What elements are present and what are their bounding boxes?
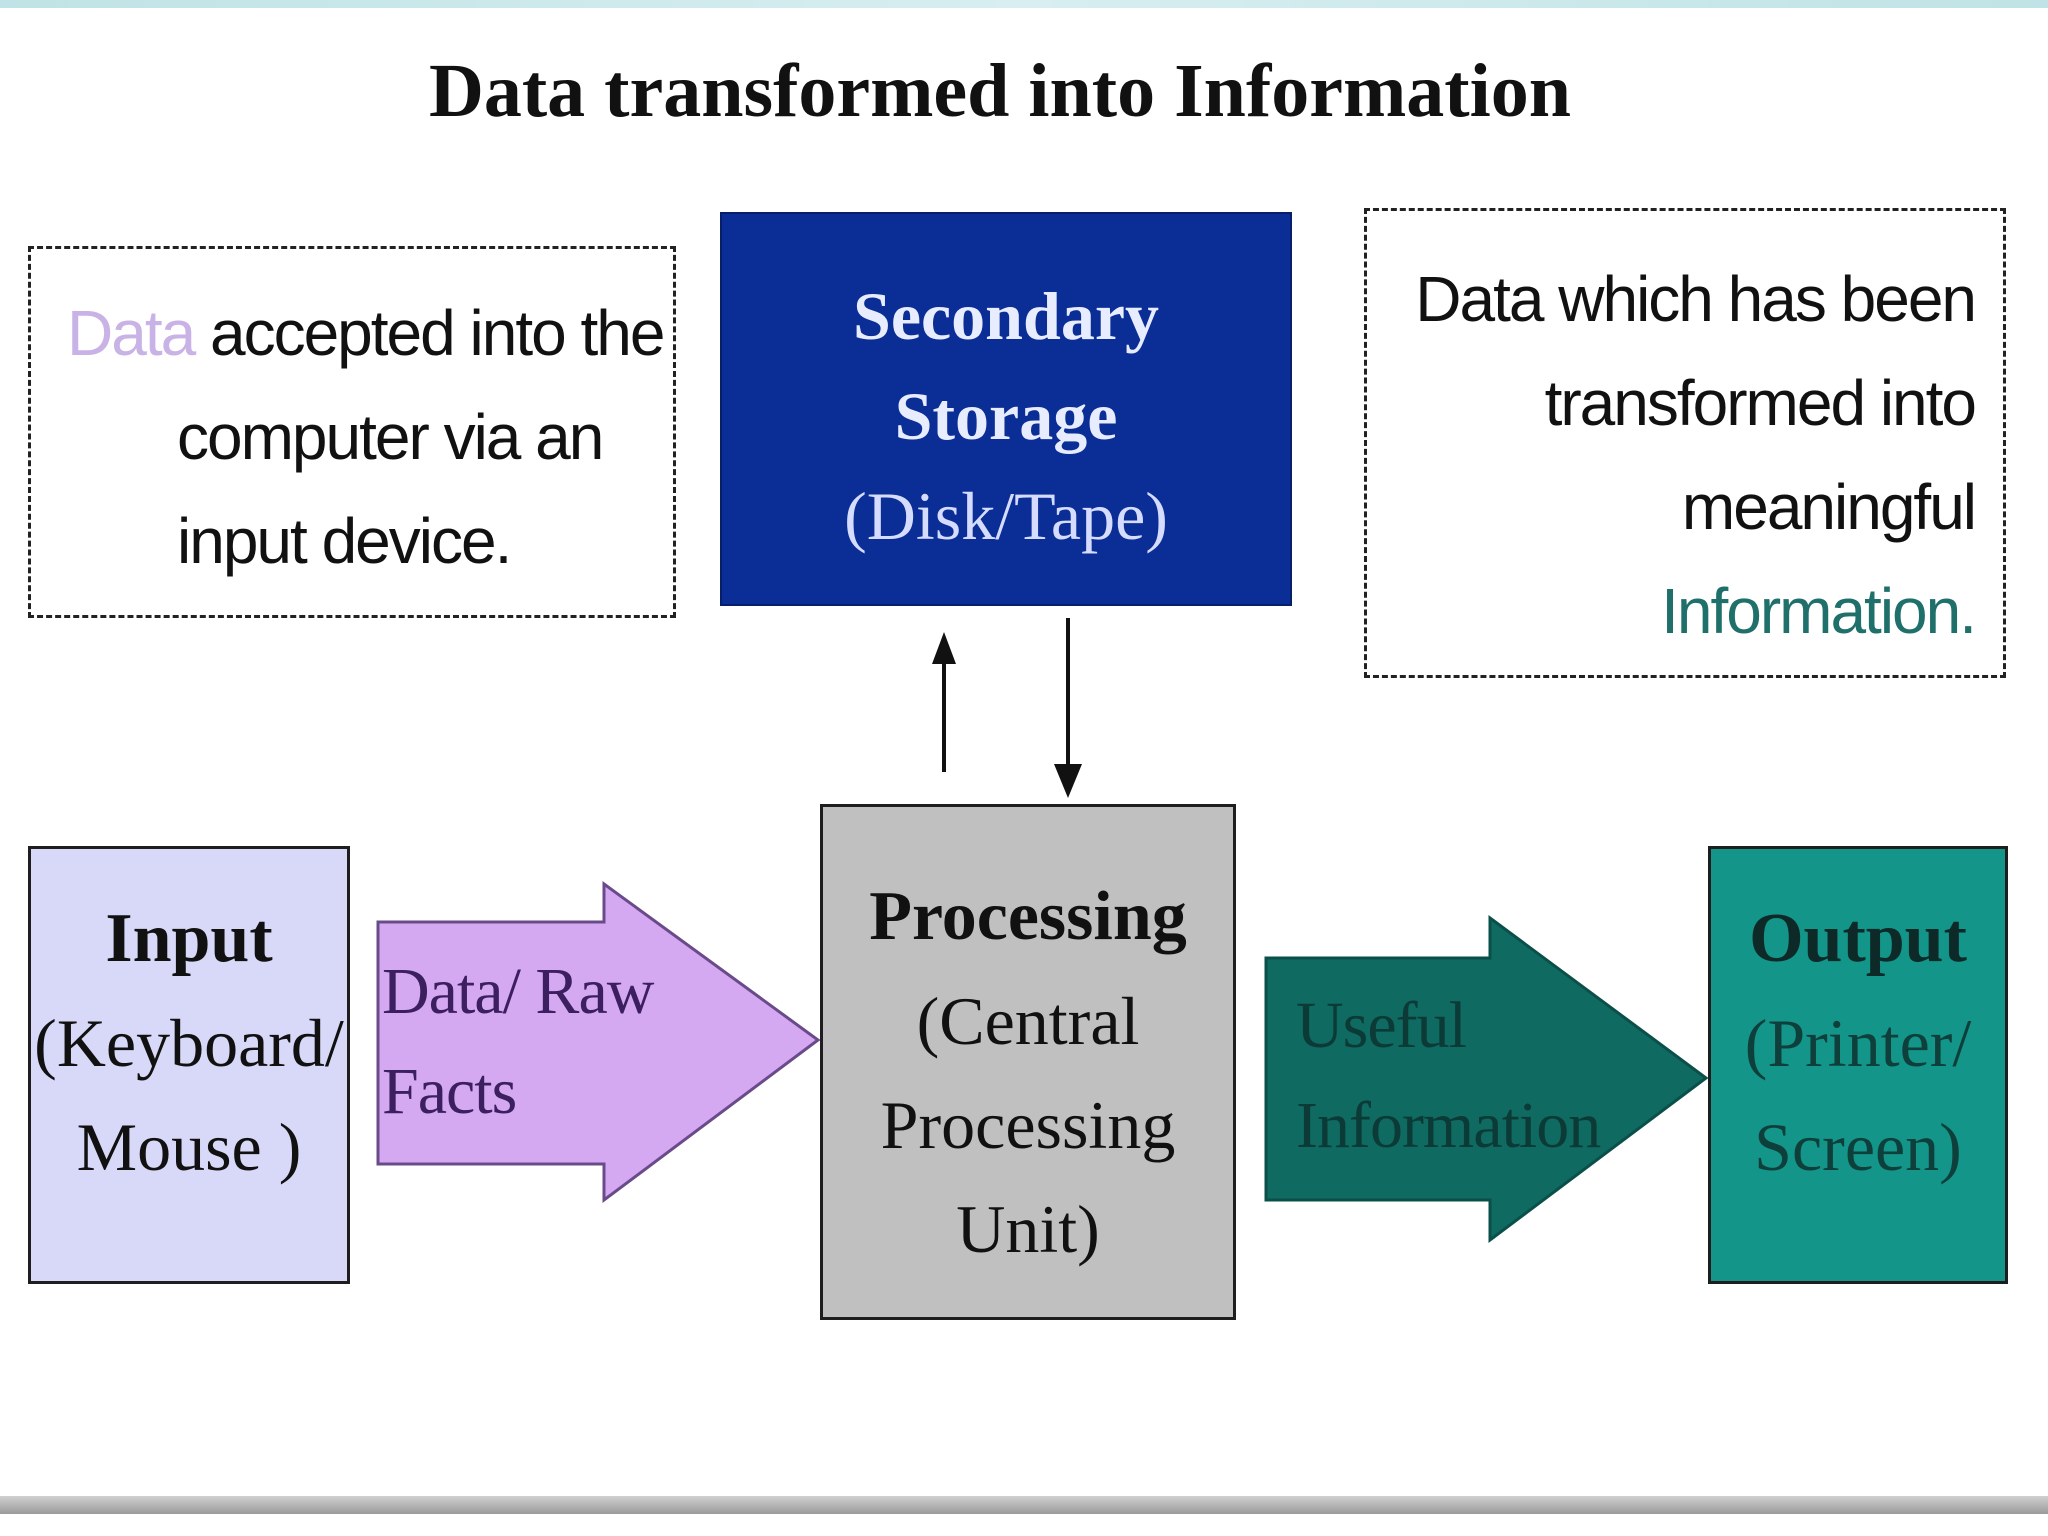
useful-information-arrow [1264,915,1709,1243]
note-output-line-2: transformed into [1544,367,1977,439]
input-sub-1: (Keyboard/ [34,1005,344,1081]
note-output-description: Data which has been transformed into mea… [1364,208,2006,678]
top-decorative-band [0,0,2048,8]
raw-facts-label: Data/ Raw Facts [382,942,654,1142]
processing-sub-1: (Central [916,983,1140,1059]
processing-sub-2: Processing [880,1087,1176,1163]
output-block: Output (Printer/ Screen) [1708,846,2008,1284]
note-output-line-3: meaningful [1681,471,1977,543]
input-sub-2: Mouse ) [76,1109,302,1185]
note-input-line-3: input device. [177,505,512,577]
input-block: Input (Keyboard/ Mouse ) [28,846,350,1284]
note-input-description: Data accepted into the computer via an i… [28,246,676,618]
output-heading: Output [1749,900,1967,977]
processing-heading: Processing [869,878,1187,955]
note-input-line-2: computer via an [177,401,604,473]
storage-line-3: (Disk/Tape) [844,478,1168,554]
note-output-line-1: Data which has been [1415,263,1977,335]
useful-information-line-1: Useful [1296,989,1467,1062]
data-highlight: Data [67,297,196,369]
storage-line-1: Secondary [853,278,1159,354]
raw-facts-line-1: Data/ Raw [382,955,654,1028]
useful-information-label: Useful Information [1296,976,1601,1176]
input-heading: Input [105,900,273,977]
output-sub-1: (Printer/ [1744,1005,1972,1081]
output-sub-2: Screen) [1754,1109,1962,1185]
storage-up-arrow [932,632,956,772]
storage-down-arrow [1054,618,1082,798]
information-highlight: Information. [1661,575,1977,647]
processing-sub-3: Unit) [956,1191,1100,1267]
note-input-line-1: Data accepted into the [67,281,665,385]
processing-block: Processing (Central Processing Unit) [820,804,1236,1320]
useful-information-line-2: Information [1296,1089,1601,1162]
storage-line-2: Storage [894,378,1118,454]
raw-facts-arrow [376,881,821,1203]
secondary-storage-box: Secondary Storage (Disk/Tape) [720,212,1292,606]
bottom-decorative-band [0,1496,2048,1514]
note-input-line-1-rest: accepted into the [194,297,665,369]
diagram-title: Data transformed into Information [428,49,1571,133]
raw-facts-line-2: Facts [382,1055,517,1128]
